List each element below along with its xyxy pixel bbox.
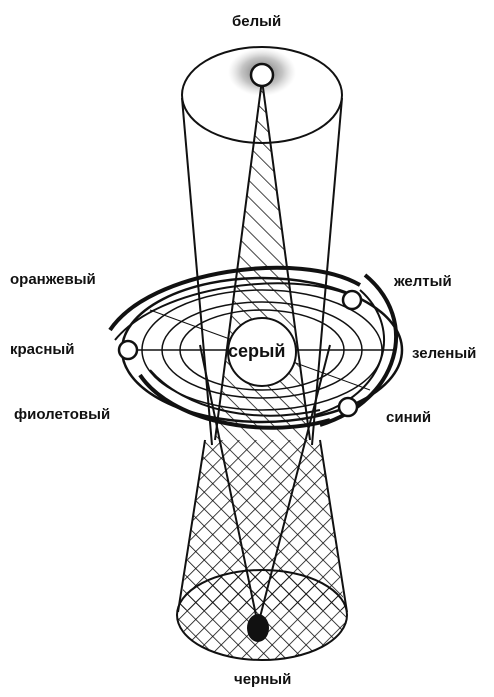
blue-point — [339, 398, 357, 416]
label-red: красный — [10, 342, 74, 357]
white-point — [251, 64, 273, 86]
label-blue: синий — [386, 410, 431, 425]
label-violet: фиолетовый — [14, 407, 110, 422]
label-green: зеленый — [412, 346, 476, 361]
label-orange: оранжевый — [10, 272, 96, 287]
label-grey: серый — [228, 342, 285, 360]
label-yellow: желтый — [394, 274, 452, 289]
black-point — [247, 614, 269, 642]
label-white: белый — [232, 14, 281, 29]
label-black: черный — [234, 672, 291, 687]
yellow-point — [343, 291, 361, 309]
red-point — [119, 341, 137, 359]
